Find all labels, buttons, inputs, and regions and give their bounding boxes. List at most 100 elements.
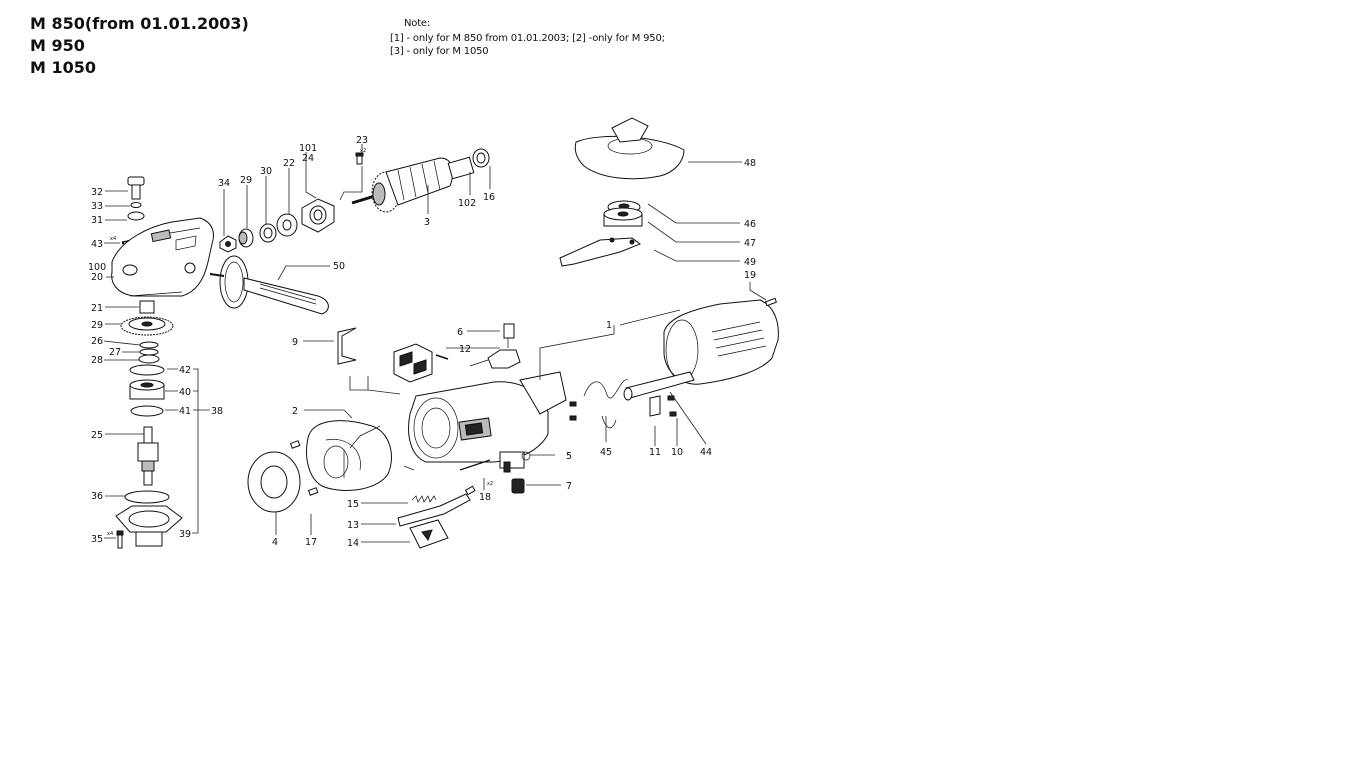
part-3-armature — [351, 156, 475, 213]
label-27: 27 — [109, 347, 121, 358]
label-18: 18 — [479, 492, 491, 503]
label-45: 45 — [600, 447, 612, 458]
label-26: 26 — [91, 336, 103, 347]
label-36: 36 — [91, 491, 103, 502]
qty-18: x2 — [487, 481, 493, 487]
label-1: 1 — [606, 320, 612, 331]
label-6: 6 — [457, 327, 463, 338]
note-line-1: [1] - only for M 850 from 01.01.2003; [2… — [390, 33, 665, 44]
part-49-spanner — [559, 237, 642, 267]
part-motor-housing — [408, 371, 567, 463]
part-4-ring — [247, 451, 301, 513]
part-29-bevel-gear — [120, 316, 174, 336]
label-31: 31 — [91, 215, 103, 226]
label-22: 22 — [283, 158, 295, 169]
label-38: 38 — [211, 406, 223, 417]
part-44-cable — [623, 371, 695, 401]
part-47-flange — [603, 207, 643, 227]
label-49: 49 — [744, 257, 756, 268]
label-11: 11 — [649, 447, 661, 458]
label-33: 33 — [91, 201, 103, 212]
label-48: 48 — [744, 158, 756, 169]
label-10: 10 — [671, 447, 683, 458]
part-39-bearing-flange — [115, 505, 183, 547]
part-6-switch-bracket — [469, 323, 521, 369]
label-100: 100 — [88, 262, 106, 273]
label-101: 101 — [299, 143, 317, 154]
part-29-pinion — [238, 228, 254, 248]
label-23: 23 — [356, 135, 368, 146]
label-7: 7 — [566, 481, 572, 492]
part-19-screw — [764, 297, 778, 307]
label-9: 9 — [292, 337, 298, 348]
label-5: 5 — [566, 451, 572, 462]
label-35: 35 — [91, 534, 103, 545]
part-23-screws — [355, 152, 364, 165]
part-24-bearing-plate — [301, 198, 335, 233]
part-unlabeled-screws — [569, 401, 577, 421]
label-41: 41 — [179, 406, 191, 417]
qty-43: x4 — [110, 236, 116, 242]
part-41-ring — [130, 405, 164, 417]
label-14: 14 — [347, 538, 359, 549]
part-34-nut — [219, 235, 237, 253]
part-16-bearing — [472, 148, 490, 168]
part-30-bearing — [259, 223, 277, 243]
label-46: 46 — [744, 219, 756, 230]
label-15: 15 — [347, 499, 359, 510]
part-35-screws — [116, 530, 124, 549]
label-4: 4 — [272, 537, 278, 548]
part-33-washer — [130, 202, 142, 208]
label-102: 102 — [458, 198, 476, 209]
part-31-spring — [127, 211, 145, 221]
label-16: 16 — [483, 192, 495, 203]
part-42-ring — [129, 364, 165, 376]
label-29-left: 29 — [91, 320, 103, 331]
part-27-26-clips — [138, 341, 160, 364]
label-30: 30 — [260, 166, 272, 177]
label-29-top: 29 — [240, 175, 252, 186]
label-25: 25 — [91, 430, 103, 441]
label-12: 12 — [459, 344, 471, 355]
part-13-switch-slide — [397, 493, 471, 527]
label-34: 34 — [218, 178, 230, 189]
label-39: 39 — [179, 529, 191, 540]
part-2-stator — [306, 420, 392, 491]
label-20: 20 — [91, 272, 103, 283]
label-32: 32 — [91, 187, 103, 198]
part-14-switch-button — [409, 519, 449, 549]
part-36-o-ring — [124, 490, 170, 504]
part-25-spindle — [137, 426, 159, 486]
part-100-gearbox-housing — [111, 217, 214, 297]
label-13: 13 — [347, 520, 359, 531]
model-title-m950: M 950 — [30, 36, 85, 55]
part-18-connector — [459, 459, 491, 496]
part-15-spring — [411, 495, 437, 503]
label-40: 40 — [179, 387, 191, 398]
part-17-pins — [289, 440, 319, 496]
part-7-cap — [511, 478, 525, 494]
part-50-side-handle — [209, 255, 329, 315]
note-line-2: [3] - only for M 1050 — [390, 46, 489, 57]
label-2: 2 — [292, 406, 298, 417]
part-21-bearing — [139, 300, 155, 314]
label-42: 42 — [179, 365, 191, 376]
part-11-cable-clamp — [649, 395, 661, 417]
label-19: 19 — [744, 270, 756, 281]
qty-23: x2 — [360, 148, 366, 154]
label-43: 43 — [91, 239, 103, 250]
part-40-ball-bearing — [129, 379, 165, 400]
label-44: 44 — [700, 447, 712, 458]
label-24: 24 — [302, 153, 314, 164]
qty-35: x4 — [107, 531, 113, 537]
part-32-screw — [127, 176, 145, 200]
label-3: 3 — [424, 217, 430, 228]
label-21: 21 — [91, 303, 103, 314]
note-title: Note: — [404, 18, 431, 29]
part-1-rear-housing — [663, 299, 779, 385]
part-45-wire — [583, 379, 629, 429]
model-title-m1050: M 1050 — [30, 58, 97, 77]
model-title-m850: M 850(from 01.01.2003) — [30, 14, 249, 33]
label-47: 47 — [744, 238, 756, 249]
